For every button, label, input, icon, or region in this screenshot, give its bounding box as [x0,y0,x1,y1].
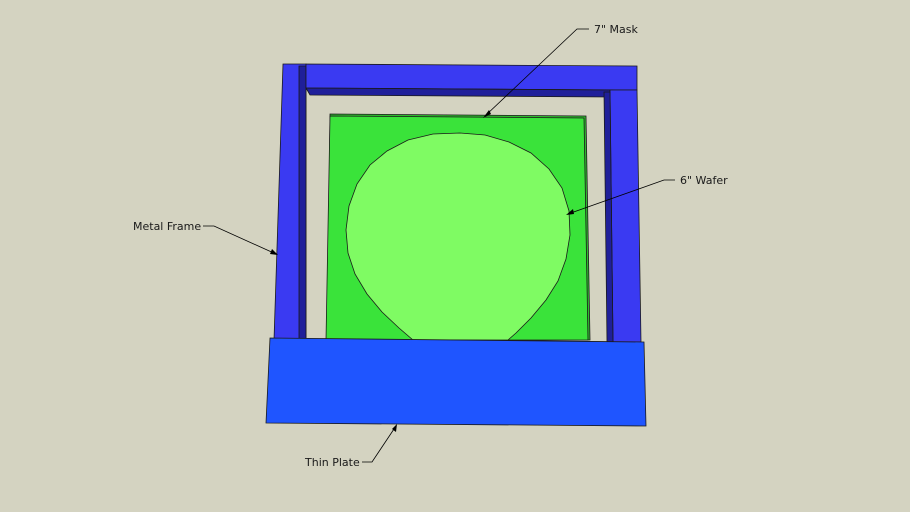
wafer [345,132,571,341]
thin-plate-label: Thin Plate [304,456,360,469]
metal-frame-label: Metal Frame [133,220,201,233]
frame-leader-arrow [270,249,278,255]
plate-leader-arrow [392,424,397,432]
mask-label: 7" Mask [594,23,639,36]
metal-frame [273,63,642,343]
frame-top-bar-face [305,63,638,91]
wafer-label: 6" Wafer [680,174,728,187]
frame-leader-line [203,225,277,255]
wafer-leader-arrow [566,209,574,215]
frame-top-bar-under-side [305,87,611,98]
wafer-leader-line [567,179,675,215]
frame-right-post-face [609,89,642,343]
plate-leader-line [362,425,397,463]
mask-leader-line [484,28,589,117]
frame-left-post-inner-side [298,65,307,341]
thin-plate [265,337,647,427]
mask-leader-arrow [483,110,491,118]
thin-plate-face [265,337,647,427]
